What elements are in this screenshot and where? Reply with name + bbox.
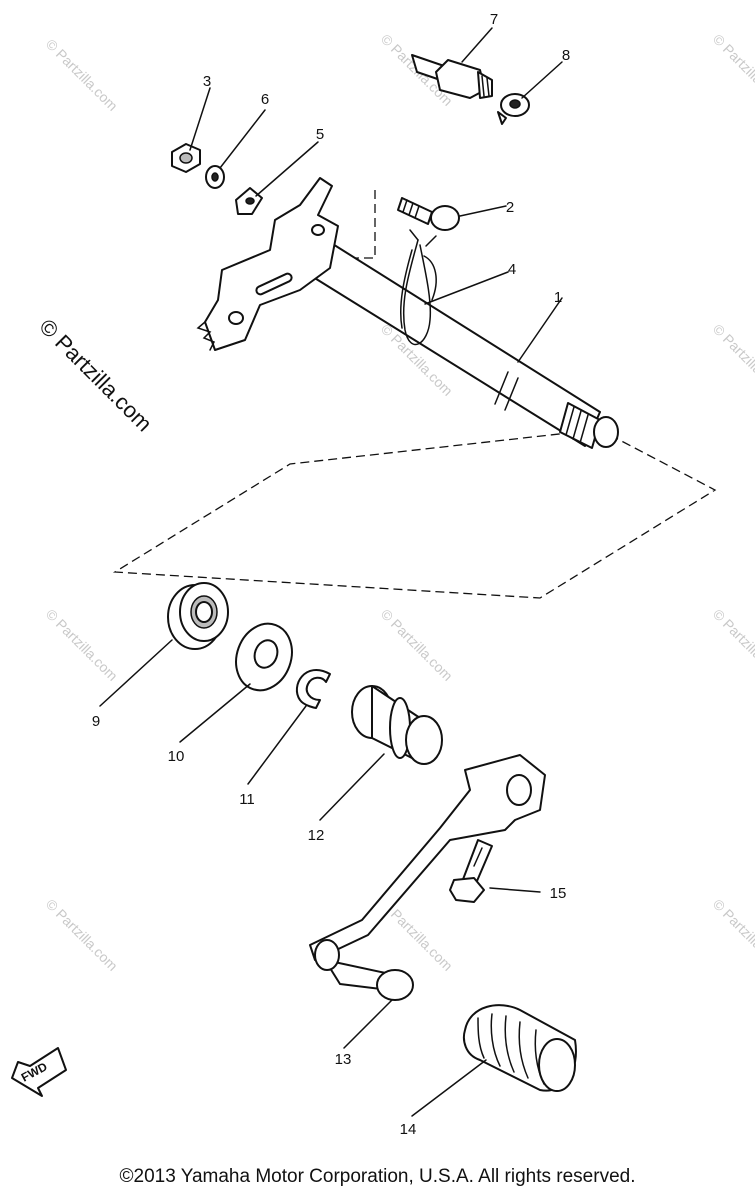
callout-labels: 1 2 3 4 5 6 7 8 9 10 11 12 13 14 15 xyxy=(92,11,570,1138)
watermark-tile: © Partzilla.com xyxy=(43,36,121,114)
part-10-washer xyxy=(235,622,293,692)
part-4-return-spring xyxy=(399,229,437,346)
leader-line-14 xyxy=(411,1059,487,1117)
part-3-nut xyxy=(171,143,201,173)
callout-9: 9 xyxy=(92,713,100,730)
callout-6: 6 xyxy=(261,91,269,108)
part-5-tab-washer xyxy=(235,187,263,215)
leader-line-5 xyxy=(255,141,319,197)
part-13-shift-pedal xyxy=(309,754,546,1001)
part-12-collar xyxy=(351,685,443,765)
part-1-shift-shaft xyxy=(196,177,619,449)
part-7-bolt xyxy=(411,54,493,99)
part-9-bearing xyxy=(167,582,229,650)
assembly-lines xyxy=(112,190,717,599)
part-6-washer xyxy=(205,165,225,189)
leader-line-8 xyxy=(521,61,563,99)
leader-line-9 xyxy=(99,639,173,707)
part-11-circlip xyxy=(295,669,331,709)
leader-line-13 xyxy=(343,999,393,1049)
callout-12: 12 xyxy=(308,827,325,844)
watermark-tile: © Partzilla.com xyxy=(710,31,755,109)
part-14-pedal-rubber xyxy=(462,1004,577,1092)
copyright-notice: ©2013 Yamaha Motor Corporation, U.S.A. A… xyxy=(119,1166,636,1187)
leader-line-6 xyxy=(219,109,266,169)
assembly-line-bolt xyxy=(355,190,376,259)
callout-11: 11 xyxy=(239,791,255,808)
callout-3: 3 xyxy=(203,73,211,90)
watermark-tile: © Partzilla.com xyxy=(43,606,121,684)
leader-lines xyxy=(99,27,563,1117)
leader-line-12 xyxy=(319,753,385,821)
callout-7: 7 xyxy=(490,11,498,28)
watermark-tile: © Partzilla.com xyxy=(710,896,755,974)
watermark-tile: © Partzilla.com xyxy=(710,321,755,399)
leader-line-11 xyxy=(247,705,307,785)
fwd-arrow-icon: FWD xyxy=(11,1047,67,1097)
leader-line-1 xyxy=(517,297,563,363)
callout-15: 15 xyxy=(550,885,567,902)
watermark-tile: © Partzilla.com xyxy=(378,606,456,684)
callout-4: 4 xyxy=(508,261,516,278)
callout-2: 2 xyxy=(506,199,514,216)
leader-line-3 xyxy=(189,87,211,151)
watermark-tile: © Partzilla.com xyxy=(43,896,121,974)
callout-1: 1 xyxy=(554,289,562,306)
leader-line-2 xyxy=(459,205,507,217)
leader-line-15 xyxy=(489,887,541,893)
leader-line-7 xyxy=(461,27,493,63)
part-8-lock-washer xyxy=(497,93,530,125)
assembly-line-shaft xyxy=(112,429,717,599)
leader-line-4 xyxy=(424,271,509,305)
callout-5: 5 xyxy=(316,126,324,143)
callout-14: 14 xyxy=(400,1121,417,1138)
watermark-tile: © Partzilla.com xyxy=(710,606,755,684)
part-15-bolt xyxy=(449,839,493,903)
leader-line-10 xyxy=(179,683,251,743)
callout-8: 8 xyxy=(562,47,570,64)
callout-10: 10 xyxy=(168,748,185,765)
watermark-main: © Partzilla.com xyxy=(34,314,157,437)
callout-13: 13 xyxy=(335,1051,352,1068)
part-2-bolt xyxy=(397,197,460,231)
watermark-tiles: © Partzilla.com © Partzilla.com © Partzi… xyxy=(43,31,755,974)
